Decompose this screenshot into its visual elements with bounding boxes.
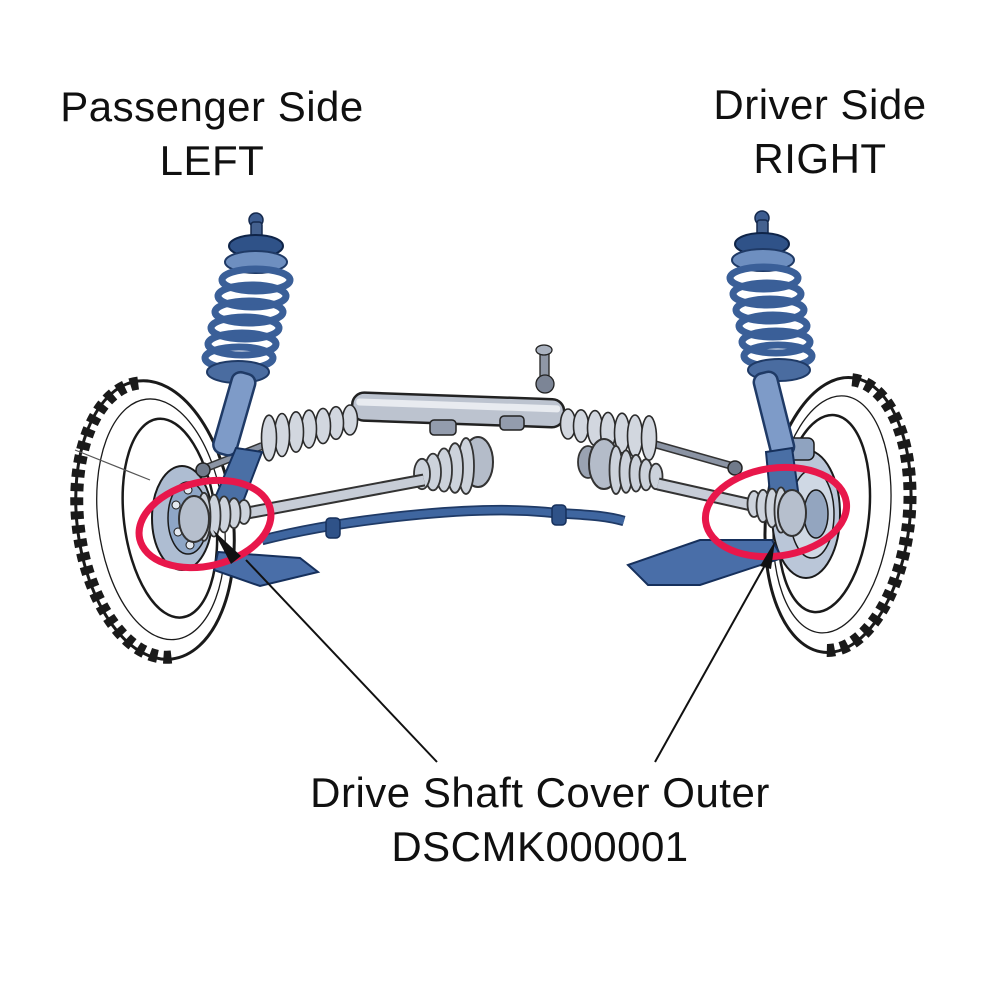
arrowhead-right-icon [760, 541, 775, 569]
passenger-side-label: Passenger Side LEFT [37, 80, 387, 188]
right-strut [726, 210, 816, 517]
highlight-ellipse-left [135, 476, 275, 572]
leader-line-left [245, 559, 438, 763]
right-outer-cv-boot [746, 486, 807, 537]
sway-bar [260, 504, 626, 546]
right-steering-bellows [559, 408, 743, 476]
part-callout-number: DSCMK000001 [391, 823, 689, 870]
driver-side-label: Driver Side RIGHT [645, 78, 995, 186]
part-callout-name: Drive Shaft Cover Outer [310, 769, 770, 816]
left-edge-pointer-line [74, 449, 151, 481]
arrowhead-left-icon [213, 530, 241, 564]
driver-side-line2: RIGHT [753, 135, 887, 182]
leader-line-right [654, 557, 770, 763]
left-outer-cv-boot [178, 491, 252, 543]
passenger-side-line1: Passenger Side [60, 83, 364, 130]
right-drive-shaft [577, 438, 807, 537]
highlight-ellipse-right [701, 463, 851, 561]
part-callout-label: Drive Shaft Cover Outer DSCMK000001 [290, 766, 790, 874]
driver-side-line1: Driver Side [713, 81, 927, 128]
passenger-side-line2: LEFT [159, 137, 265, 184]
steering-rack [350, 344, 566, 436]
right-control-arm [626, 539, 784, 586]
left-steering-bellows [195, 404, 359, 478]
